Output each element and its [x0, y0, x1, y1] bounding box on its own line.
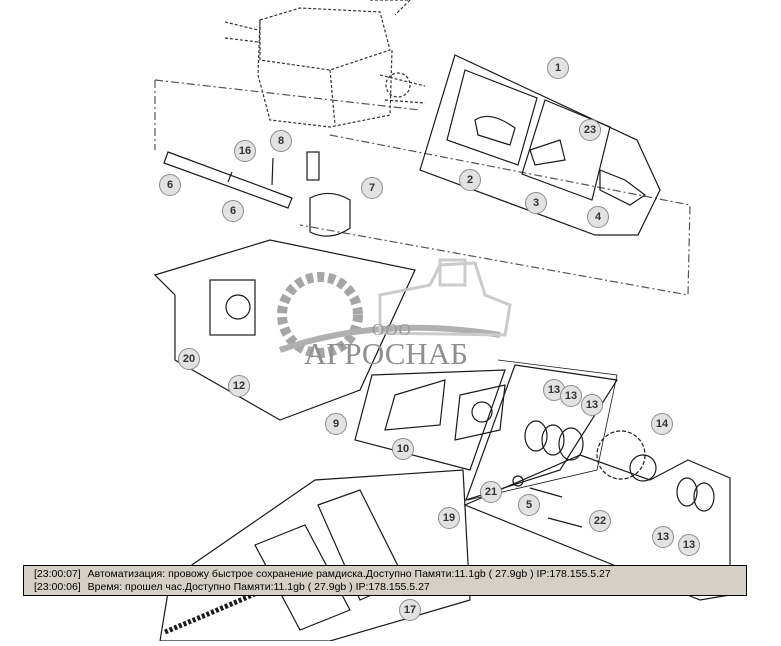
part-callout-9[interactable]: 9 — [325, 413, 347, 435]
log-message: Автоматизация: провожу быстрое сохранени… — [87, 568, 611, 580]
part-callout-21[interactable]: 21 — [480, 481, 502, 503]
part-callout-4[interactable]: 4 — [587, 206, 609, 228]
part-callout-6[interactable]: 6 — [159, 174, 181, 196]
part-callout-13[interactable]: 13 — [652, 526, 674, 548]
part-callout-7[interactable]: 7 — [361, 177, 383, 199]
gearbox-icon — [224, 0, 426, 128]
part-callout-12[interactable]: 12 — [228, 375, 250, 397]
part-callout-13[interactable]: 13 — [543, 379, 565, 401]
part-callout-10[interactable]: 10 — [392, 438, 414, 460]
status-log-overlay: [23:00:07] Автоматизация: провожу быстро… — [23, 565, 747, 596]
part-callout-13[interactable]: 13 — [678, 534, 700, 556]
log-timestamp: [23:00:07] — [34, 568, 81, 580]
log-timestamp: [23:00:06] — [34, 581, 81, 593]
part-callout-23[interactable]: 23 — [579, 119, 601, 141]
part-callout-1[interactable]: 1 — [547, 57, 569, 79]
watermark-prefix: ООО — [372, 320, 412, 339]
part-callout-3[interactable]: 3 — [525, 192, 547, 214]
part-callout-17[interactable]: 17 — [399, 599, 421, 621]
part-callout-20[interactable]: 20 — [178, 348, 200, 370]
part-callout-13[interactable]: 13 — [581, 394, 603, 416]
watermark-company-name: АГРОСНАБ — [304, 336, 468, 371]
part-callout-19[interactable]: 19 — [438, 507, 460, 529]
part-callout-2[interactable]: 2 — [459, 169, 481, 191]
part-callout-13[interactable]: 13 — [560, 385, 582, 407]
log-line: [23:00:06] Время: прошел час.Доступно Па… — [34, 581, 746, 594]
part-callout-22[interactable]: 22 — [589, 510, 611, 532]
log-line: [23:00:07] Автоматизация: провожу быстро… — [34, 568, 746, 581]
log-message: Время: прошел час.Доступно Памяти:11.1gb… — [87, 581, 430, 593]
part-callout-6[interactable]: 6 — [222, 200, 244, 222]
part-callout-5[interactable]: 5 — [518, 494, 540, 516]
part-callout-8[interactable]: 8 — [270, 130, 292, 152]
part-callout-14[interactable]: 14 — [651, 413, 673, 435]
watermark-logo-icon — [277, 258, 512, 358]
part-callout-16[interactable]: 16 — [234, 140, 256, 162]
